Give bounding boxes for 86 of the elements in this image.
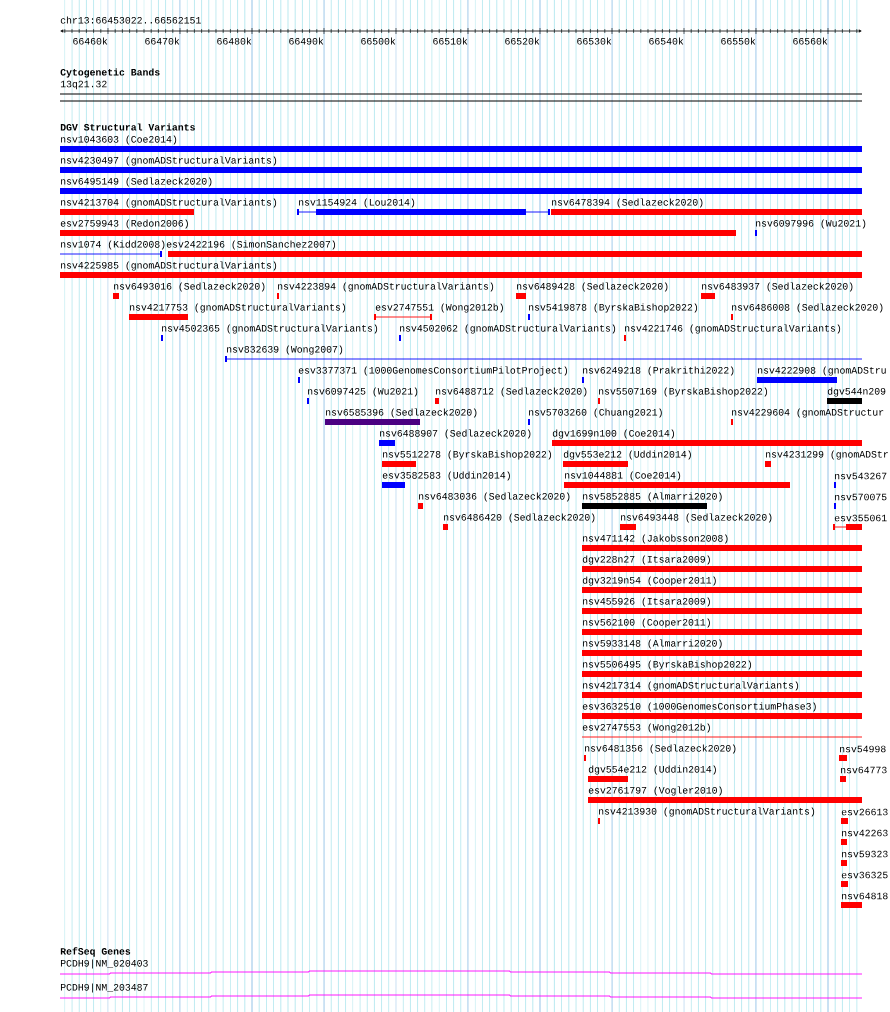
tick-label: 66550k [721,37,756,45]
feature-label: nsv1044881 (Coe2014) [565,471,681,481]
feature-label: nsv4502365 (gnomADStructuralVariants) [162,324,378,334]
tick-label: 66560k [793,37,828,45]
track-title: RefSeq Genes [60,947,131,957]
feature-label: nsv5419878 (ByrskaBishop2022) [529,303,698,313]
tick-label: 66520k [505,37,540,45]
feature-label: dgv1699n100 (Coe2014) [552,429,675,439]
tick-label: 66540k [649,37,684,45]
feature-label: nsv5507169 (ByrskaBishop2022) [599,387,768,397]
tick-label: 66530k [577,37,612,45]
feature-label: dgv544n209 [827,387,886,397]
gene-label: PCDH9|NM_020403 [60,959,148,969]
feature-label: nsv4229604 (gnomADStructur [732,408,884,418]
feature-label: nsv6488712 (Sedlazeck2020) [436,387,587,397]
feature-label: dgv554e212 (Uddin2014) [588,765,716,775]
feature-label: nsv6249218 (Prakrithi2022) [583,366,734,376]
feature-label: nsv570075 [835,493,887,501]
feature-label: nsv4230497 (gnomADStructuralVariants) [61,156,277,166]
feature-label: nsv6486008 (Sedlazeck2020) [732,303,883,313]
feature-label: nsv471142 (Jakobsson2008) [583,534,728,544]
feature-label: esv2747553 (Wong2012b) [582,723,710,733]
feature-label: nsv42263 [842,829,888,837]
feature-label: nsv6478394 (Sedlazeck2020) [552,198,703,208]
feature-label: esv2759943 (Redon2006) [60,219,188,229]
tick-label: 66490k [289,37,324,45]
feature-label: nsv6483036 (Sedlazeck2020) [419,492,570,502]
feature-label: nsv4213930 (gnomADStructuralVariants) [599,807,815,817]
band-label: 13q21.32 [60,80,107,90]
feature-label: nsv6481356 (Sedlazeck2020) [585,744,736,754]
feature-label: nsv4225985 (gnomADStructuralVariants) [61,261,277,271]
tick-label: 66480k [217,37,252,45]
feature-label: nsv64818 [842,892,888,900]
feature-label: nsv4221746 (gnomADStructuralVariants) [625,324,841,334]
feature-label: nsv6489428 (Sedlazeck2020) [517,282,668,292]
track-title: Cytogenetic Bands [60,68,160,78]
feature-label: nsv4231299 (gnomADStr [766,450,888,460]
feature-label: nsv5512278 (ByrskaBishop2022) [383,450,552,460]
feature-label: esv3377371 (1000GenomesConsortiumPilotProject) [298,366,568,376]
feature-label: nsv6097425 (Wu2021) [308,387,418,397]
feature-label: nsv5852885 (Almarri2020) [583,492,722,502]
feature-label: nsv1043603 (Coe2014) [61,135,177,145]
tick-label: 66460k [73,37,108,45]
feature-label: esv355061 [834,514,887,522]
gene-label: PCDH9|NM_203487 [60,983,148,993]
feature-label: nsv4222908 (gnomADStru [758,366,886,376]
feature-label: esv2422196 (SimonSanchez2007) [166,240,336,250]
feature-label: nsv455926 (Itsara2009) [583,597,710,607]
feature-label: dgv553e212 (Uddin2014) [563,450,691,460]
feature-label: nsv64773 [841,766,887,774]
feature-label: nsv1074 (Kidd2008) [61,240,165,250]
coordinate-label: chr13:66453022..66562151 [60,16,201,24]
tick-label: 66470k [145,37,180,45]
tick-label: 66500k [361,37,396,45]
feature-label: nsv5506495 (ByrskaBishop2022) [583,660,752,670]
feature-label: nsv4502062 (gnomADStructuralVariants) [400,324,616,334]
feature-label: nsv6493448 (Sedlazeck2020) [621,513,772,523]
feature-label: dgv228n27 (Itsara2009) [582,555,710,565]
feature-label: esv2761797 (Vogler2010) [588,786,722,796]
feature-label: esv36325 [841,871,888,879]
feature-label: nsv1154924 (Lou2014) [299,198,415,208]
feature-label: nsv54998 [840,745,886,753]
feature-label: esv3632510 (1000GenomesConsortiumPhase3) [582,702,816,712]
feature-label: nsv6486420 (Sedlazeck2020) [444,513,595,523]
feature-label: nsv5933148 (Almarri2020) [583,639,722,649]
feature-label: esv2747551 (Wong2012b) [375,303,503,313]
feature-label: nsv4213704 (gnomADStructuralVariants) [61,198,277,208]
feature-label: nsv6483937 (Sedlazeck2020) [702,282,853,292]
feature-label: nsv4217314 (gnomADStructuralVariants) [583,681,799,691]
feature-label: nsv543267 [835,472,887,480]
feature-label: nsv4217753 (gnomADStructuralVariants) [130,303,346,313]
feature-label: esv26613 [841,808,888,816]
feature-label: nsv562100 (Cooper2011) [583,618,710,628]
tick-label: 66510k [433,37,468,45]
feature-label: nsv6493016 (Sedlazeck2020) [114,282,265,292]
feature-label: nsv832639 (Wong2007) [227,345,343,355]
feature-label: nsv6488907 (Sedlazeck2020) [380,429,531,439]
feature-label: esv3582583 (Uddin2014) [382,471,510,481]
feature-label: nsv6097996 (Wu2021) [756,219,866,229]
feature-label: nsv6495149 (Sedlazeck2020) [61,177,212,187]
feature-label: nsv6585396 (Sedlazeck2020) [326,408,477,418]
track-title: DGV Structural Variants [60,123,195,131]
feature-label: dgv3219n54 (Cooper2011) [582,576,716,586]
feature-label: nsv4223894 (gnomADStructuralVariants) [278,282,494,292]
feature-label: nsv59323 [842,850,888,858]
feature-label: nsv5703260 (Chuang2021) [529,408,662,418]
